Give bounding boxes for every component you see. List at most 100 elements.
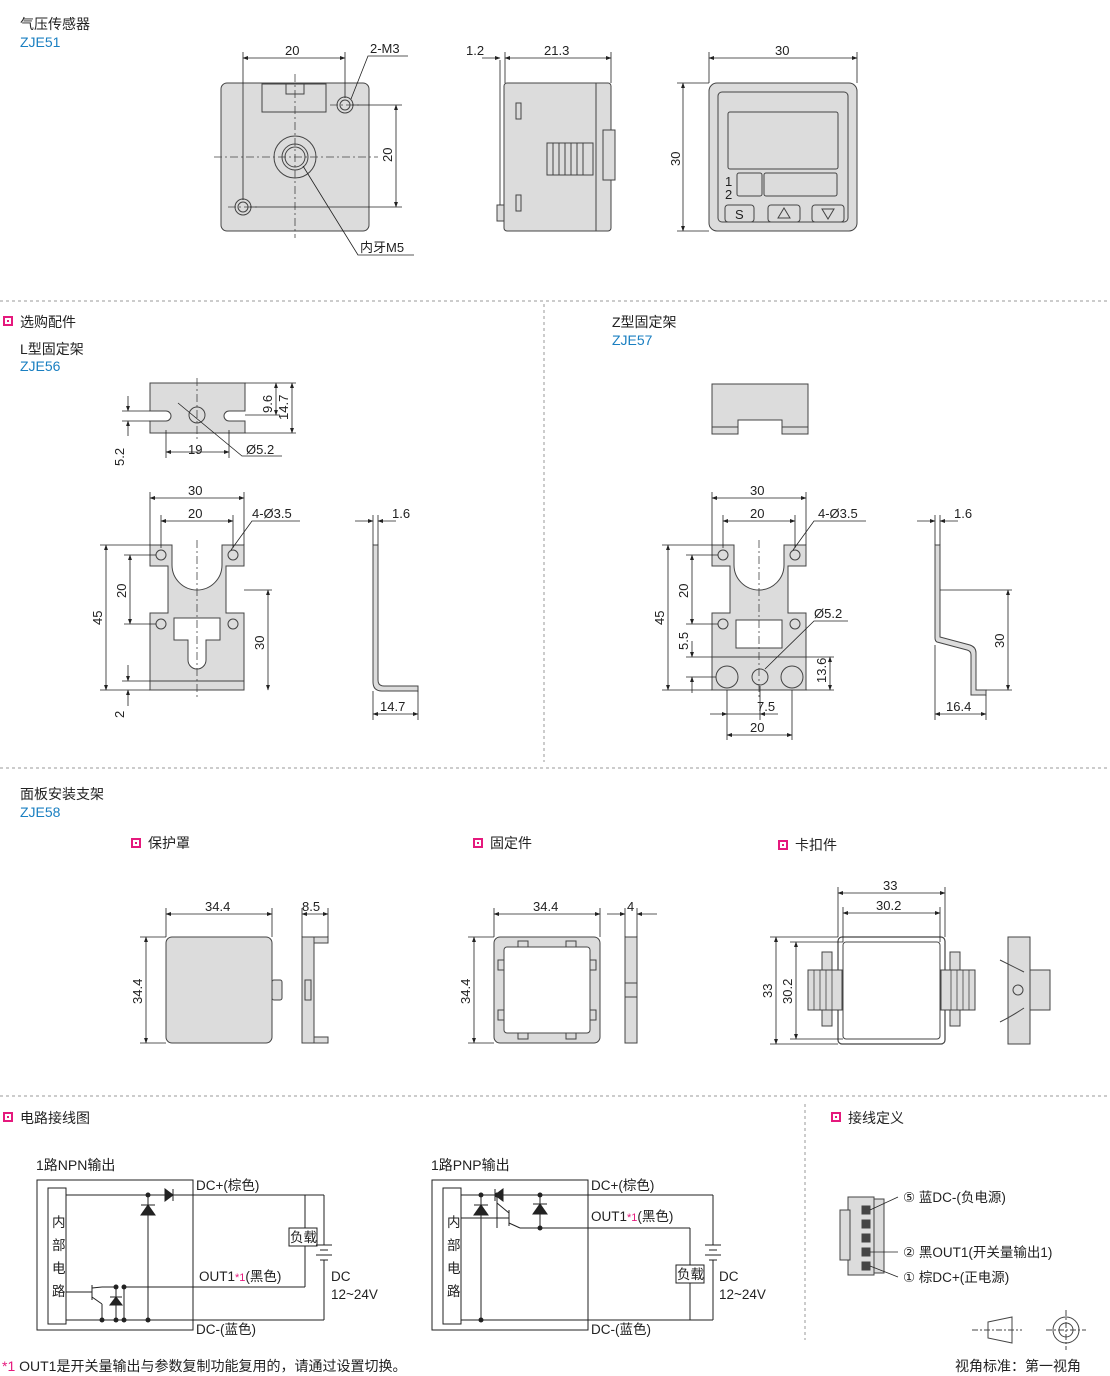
- sensor-code: ZJE51: [20, 34, 61, 50]
- dim-l-52: 5.2: [112, 448, 127, 466]
- panel-title: 面板安装支架: [20, 786, 104, 802]
- npn-circuit: [36, 1179, 332, 1331]
- panel-code: ZJE58: [20, 804, 61, 820]
- pnp-internal-3: 电: [447, 1261, 461, 1276]
- set-button-label: S: [735, 207, 744, 222]
- zbracket-side-view: [917, 515, 1012, 720]
- dim-z-16: 1.6: [954, 506, 972, 521]
- dim-l-96: 9.6: [260, 395, 275, 413]
- dim-z-20: 20: [750, 506, 764, 521]
- fixer-views: [468, 908, 657, 1044]
- npn-internal-1: 内: [52, 1215, 66, 1230]
- wiring-bullet-icon: [831, 1112, 841, 1122]
- dim-z-136: 13.6: [814, 658, 829, 683]
- dim-z-4d35: 4-Ø3.5: [818, 506, 858, 521]
- dim-z-30v: 30: [992, 634, 1007, 648]
- npn-out-label: OUT1: [199, 1269, 235, 1284]
- npn-volt: 12~24V: [331, 1287, 378, 1302]
- clip-bullet-icon: [778, 840, 788, 850]
- dim-f-344b: 34.4: [458, 979, 473, 1004]
- clip-title: 卡扣件: [795, 837, 837, 853]
- dim-f-344a: 34.4: [533, 899, 558, 914]
- dim-z-30: 30: [750, 483, 764, 498]
- dim-s-20a: 20: [285, 43, 299, 58]
- pnp-dcplus: DC+(棕色): [591, 1177, 654, 1193]
- zbracket-title: Z型固定架: [612, 314, 677, 330]
- npn-out: OUT1*1(黑色): [199, 1268, 281, 1284]
- pnp-internal-4: 路: [447, 1284, 461, 1299]
- dim-s-213: 21.3: [544, 43, 569, 58]
- accessories-bullet-icon: [3, 316, 13, 326]
- npn-internal-2: 部: [52, 1238, 66, 1253]
- cover-views: [140, 908, 329, 1044]
- dim-l-d52: Ø5.2: [246, 442, 274, 457]
- dim-p-344b: 34.4: [130, 979, 145, 1004]
- lbracket-title: L型固定架: [20, 341, 84, 357]
- cover-title: 保护罩: [148, 835, 190, 851]
- dim-z-d52: Ø5.2: [814, 606, 842, 621]
- pnp-volt: 12~24V: [719, 1287, 766, 1302]
- sensor-side-view: [482, 52, 616, 232]
- dim-l-147b: 14.7: [380, 699, 405, 714]
- pnp-out-mark: *1: [627, 1212, 637, 1224]
- dim-s-30a: 30: [775, 43, 789, 58]
- dim-l-30v: 30: [252, 636, 267, 650]
- pnp-circuit: [431, 1179, 721, 1331]
- dim-c-33: 33: [883, 878, 897, 893]
- npn-out-mark: *1: [235, 1272, 245, 1284]
- pnp-dcminus: DC-(蓝色): [591, 1321, 651, 1337]
- dim-l-30: 30: [188, 483, 202, 498]
- dim-l-4d35: 4-Ø3.5: [252, 506, 292, 521]
- dim-z-45: 45: [652, 611, 667, 625]
- sensor-front-view: [677, 52, 858, 232]
- dim-l-147: 14.7: [276, 395, 291, 420]
- wire-black: ② 黑OUT1(开关量输出1): [903, 1245, 1052, 1260]
- sensor-back-view: [214, 74, 378, 238]
- dim-z-75: 7.5: [757, 699, 775, 714]
- circuit-title: 电路接线图: [20, 1110, 90, 1126]
- npn-dcplus: DC+(棕色): [196, 1177, 259, 1193]
- pnp-internal-2: 部: [447, 1238, 461, 1253]
- footnote: *1 OUT1是开关量输出与参数复制功能复用的，请通过设置切换。: [2, 1358, 406, 1374]
- dim-l-20v: 20: [114, 584, 129, 598]
- dim-s-m5: 内牙M5: [360, 240, 404, 255]
- pnp-internal-1: 内: [447, 1215, 461, 1230]
- npn-title: 1路NPN输出: [36, 1157, 116, 1173]
- zbracket-top-view: [711, 383, 809, 435]
- view-label: 视角标准：第一视角: [955, 1358, 1081, 1374]
- panel-label-2: 2: [725, 187, 732, 202]
- circuit-bullet-icon: [3, 1112, 13, 1122]
- panel-label-1: 1: [725, 174, 732, 189]
- section-separators: [0, 300, 1108, 1340]
- dim-z-55: 5.5: [676, 632, 691, 650]
- dim-z-20b: 20: [750, 720, 764, 735]
- pnp-load: 负载: [677, 1267, 704, 1282]
- dim-f-4: 4: [627, 899, 634, 914]
- pnp-title: 1路PNP输出: [431, 1157, 510, 1173]
- dim-z-164: 16.4: [946, 699, 971, 714]
- sensor-title: 气压传感器: [20, 16, 90, 32]
- connector-drawing: [839, 1196, 899, 1278]
- lbracket-front-view: [100, 492, 300, 706]
- dim-p-85: 8.5: [302, 899, 320, 914]
- pnp-out-label: OUT1: [591, 1209, 627, 1224]
- footnote-text: OUT1是开关量输出与参数复制功能复用的，请通过设置切换。: [15, 1358, 407, 1374]
- zbracket-front-view: [662, 492, 866, 740]
- lbracket-code: ZJE56: [20, 358, 61, 374]
- dim-l-16: 1.6: [392, 506, 410, 521]
- wiring-title: 接线定义: [848, 1110, 904, 1126]
- npn-internal-4: 路: [52, 1284, 66, 1299]
- npn-internal-3: 电: [52, 1261, 66, 1276]
- dim-s-12: 1.2: [466, 43, 484, 58]
- pnp-junctions: [478, 1192, 543, 1323]
- lbracket-top-view: [122, 378, 296, 458]
- dim-s-30b: 30: [668, 152, 683, 166]
- dim-c-33v: 33: [760, 984, 775, 998]
- clip-views: [770, 887, 1051, 1045]
- fixer-title: 固定件: [490, 835, 532, 851]
- first-angle-projection-icon: [972, 1310, 1086, 1350]
- dim-s-20b: 20: [380, 148, 395, 162]
- zbracket-code: ZJE57: [612, 332, 653, 348]
- wire-brown: ① 棕DC+(正电源): [903, 1270, 1009, 1285]
